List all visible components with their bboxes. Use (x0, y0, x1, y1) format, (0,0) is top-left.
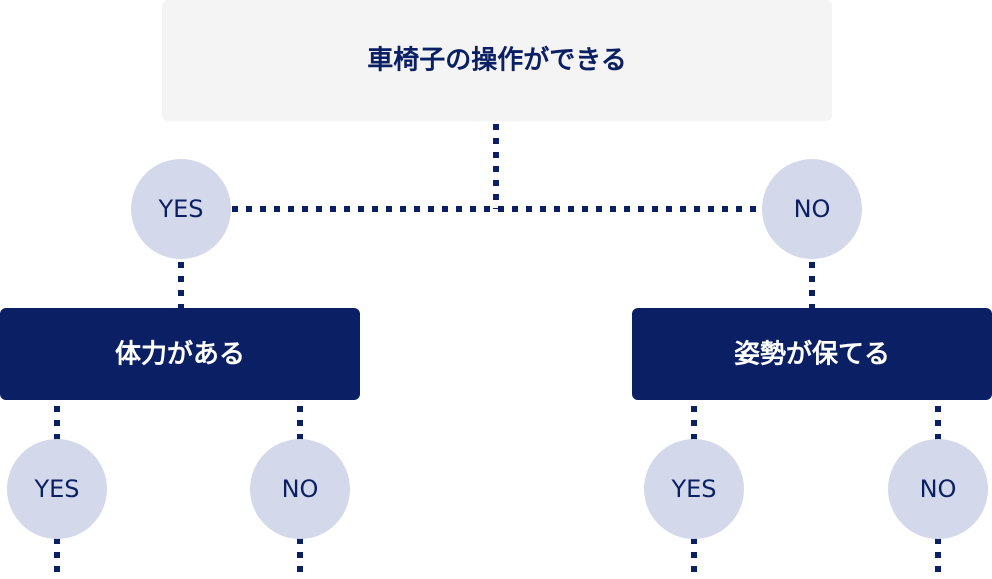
posture-answer-yes-circle (644, 439, 744, 539)
node-posture: 姿勢が保てる (632, 308, 992, 400)
node-posture-label: 姿勢が保てる (734, 339, 890, 370)
answer-no-label: NO (794, 195, 831, 223)
posture-answer-no: NO (888, 439, 988, 539)
stamina-answer-no-label: NO (282, 475, 319, 503)
answer-no-circle (762, 159, 862, 259)
answer-yes: YES (131, 159, 231, 259)
stamina-answer-no: NO (250, 439, 350, 539)
connectors (54, 124, 941, 579)
answer-yes-label: YES (157, 195, 203, 223)
posture-answer-yes: YES (644, 439, 744, 539)
stamina-answer-no-circle (250, 439, 350, 539)
node-stamina: 体力がある (0, 308, 360, 400)
stamina-answer-yes: YES (7, 439, 107, 539)
posture-answer-no-circle (888, 439, 988, 539)
root-node: 車椅子の操作ができる (162, 0, 832, 121)
root-node-box (162, 0, 832, 121)
node-stamina-label: 体力がある (115, 339, 245, 370)
stamina-answer-yes-label: YES (33, 475, 79, 503)
posture-answer-no-label: NO (920, 475, 957, 503)
answer-no: NO (762, 159, 862, 259)
answer-yes-circle (131, 159, 231, 259)
node-posture-box (632, 308, 992, 400)
node-stamina-box (0, 308, 360, 400)
stamina-answer-yes-circle (7, 439, 107, 539)
posture-answer-yes-label: YES (670, 475, 716, 503)
root-node-label: 車椅子の操作ができる (367, 45, 626, 76)
